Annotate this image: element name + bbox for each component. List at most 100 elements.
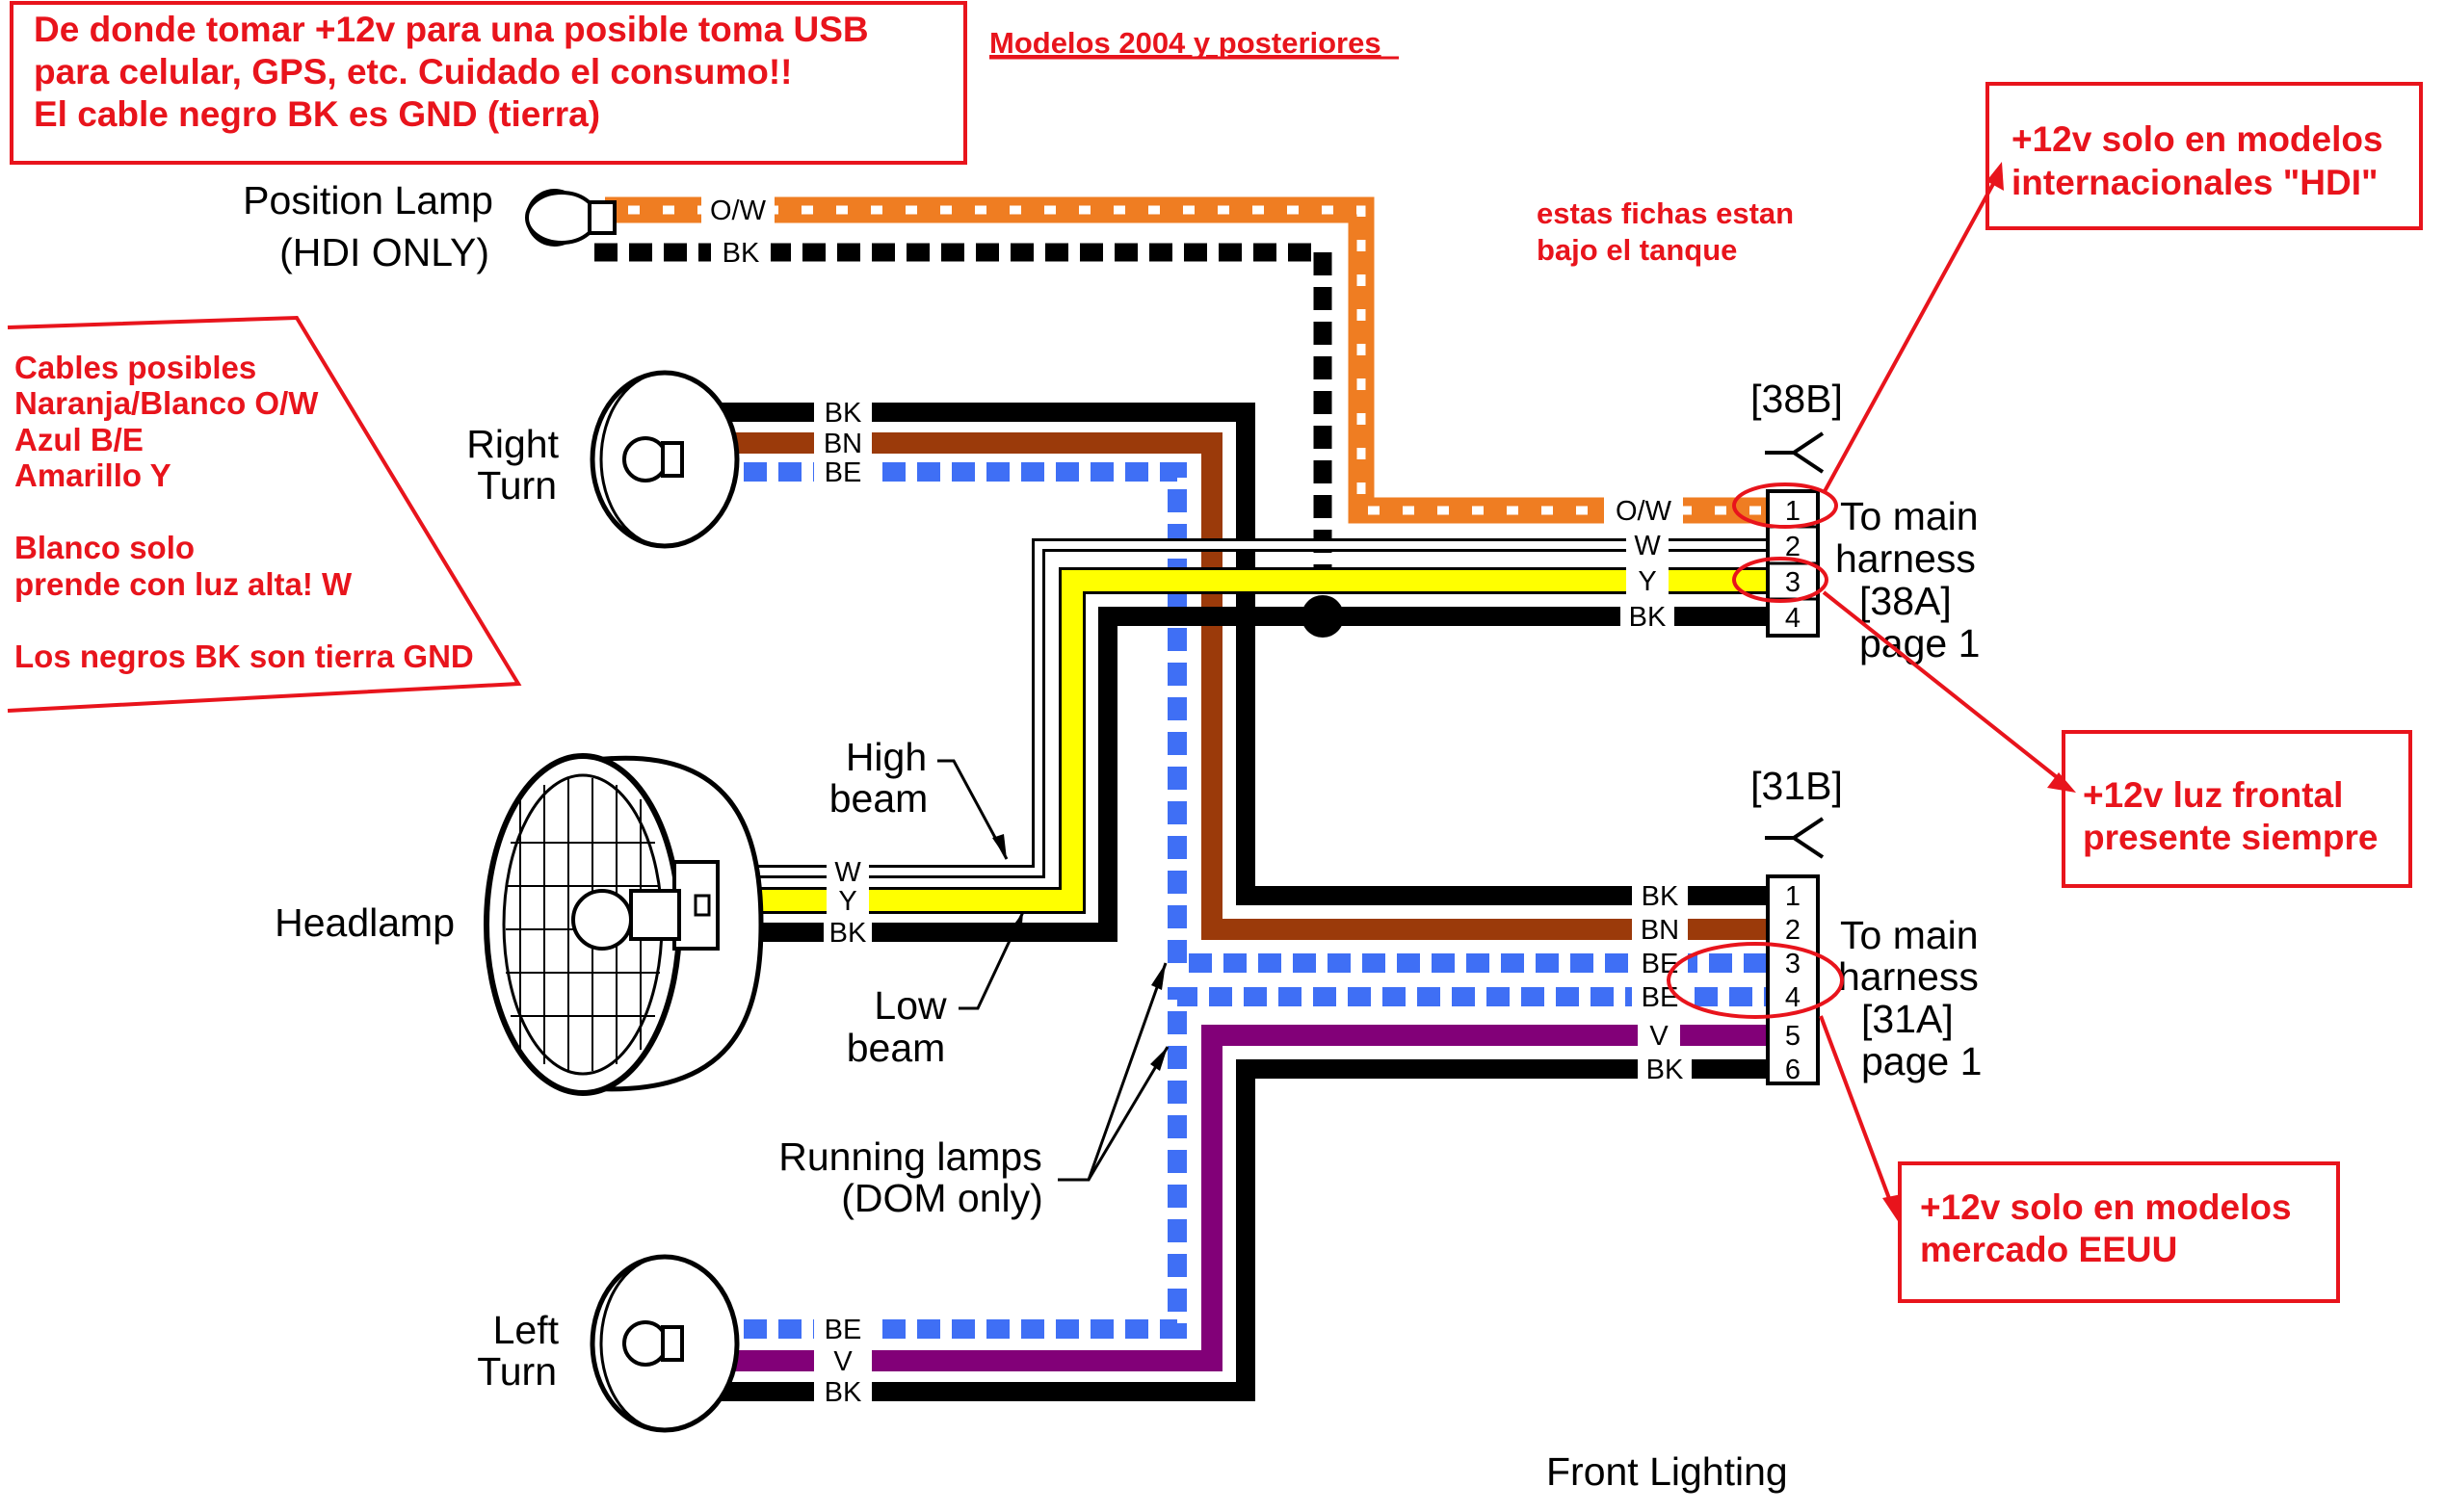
front-callout-line-2: presente siempre — [2083, 818, 2378, 857]
connector-31b-pin-2: 2 — [1785, 915, 1801, 946]
wire-position-ow — [605, 196, 1777, 524]
running-lamps-label-2: (DOM only) — [841, 1176, 1043, 1220]
hdi-callout-box — [1985, 82, 2423, 230]
running-lamps-label-1: Running lamps — [778, 1134, 1042, 1179]
headlamp: Headlamp — [275, 753, 764, 1096]
connector-38b-desc-3: [38A] — [1859, 579, 1952, 623]
usb-note-line-1: De donde tomar +12v para una posible tom… — [34, 10, 869, 49]
wire-label-lt-bk: BK — [825, 1377, 862, 1408]
right-turn-lamp-icon — [590, 370, 740, 549]
cables-line-4: Amarillo Y — [14, 457, 171, 493]
connector-31b-symbol-icon — [1765, 817, 1825, 859]
highlight-38b-pin3 — [1732, 557, 1828, 603]
wire-label-hl-y: Y — [838, 886, 856, 917]
wire-headlamp-y — [679, 567, 1777, 914]
diagram-title: Front Lighting — [1546, 1449, 1788, 1494]
headlamp-label: Headlamp — [275, 900, 455, 945]
connector-38b-desc-1: To main — [1840, 494, 1979, 538]
wire-label-hl-w: W — [834, 857, 861, 888]
headlamp-icon — [484, 753, 764, 1096]
wire-label-c38-y: Y — [1638, 566, 1656, 597]
cables-line-3: Azul B/E — [14, 422, 144, 457]
wire-left-turn-bk — [674, 1059, 1777, 1401]
right-turn-lamp: Right Turn — [466, 370, 740, 549]
wire-label-c31-v: V — [1649, 1021, 1669, 1052]
usb-note-line-2: para celular, GPS, etc. Cuidado el consu… — [34, 52, 792, 91]
under-tank-line-2: bajo el tanque — [1537, 233, 1737, 267]
position-lamp: Position Lamp (HDI ONLY) — [243, 178, 617, 274]
models-note: Modelos 2004 y posteriores — [989, 26, 1381, 60]
front-callout-line-1: +12v luz frontal — [2083, 775, 2343, 815]
arrow-usa-icon — [1882, 1194, 1902, 1221]
wire-right-turn-be — [674, 462, 1777, 973]
position-lamp-bulb-icon — [525, 189, 617, 247]
wire-label-c31-bk6: BK — [1646, 1055, 1684, 1085]
high-beam-label-1: High — [846, 735, 927, 779]
connector-31b-desc-4: page 1 — [1861, 1039, 1982, 1083]
under-tank-line-1: estas fichas estan — [1537, 196, 1794, 230]
splice-dot — [1301, 595, 1344, 638]
connector-38b-pin-1: 1 — [1785, 496, 1801, 527]
wire-headlamp-bk — [679, 607, 1777, 942]
connector-31b-pin-5: 5 — [1785, 1021, 1801, 1052]
connector-31b-pin-6: 6 — [1785, 1055, 1801, 1085]
wire-left-turn-v — [674, 1025, 1777, 1371]
cables-line-1: Cables posibles — [14, 350, 256, 385]
cables-line-5: Blanco solo — [14, 530, 195, 565]
wire-label-rt-be: BE — [825, 457, 862, 488]
wire-position-bk — [594, 243, 1332, 616]
left-turn-lamp: Left Turn — [477, 1254, 740, 1433]
left-turn-lamp-icon — [590, 1254, 740, 1433]
wire-label-pos-bk: BK — [723, 238, 760, 269]
usa-callout-line-1: +12v solo en modelos — [1920, 1187, 2292, 1227]
connector-31b-desc-2: harness — [1838, 954, 1979, 999]
arrow-front-icon — [2047, 772, 2076, 793]
wire-label-rt-bk: BK — [825, 398, 862, 429]
highlight-38b-pin1 — [1732, 482, 1838, 529]
position-lamp-label-1: Position Lamp — [243, 178, 493, 222]
connector-38b-pin-2: 2 — [1785, 532, 1801, 562]
left-turn-label-2: Turn — [477, 1349, 557, 1394]
wire-right-turn-bn — [674, 432, 1777, 940]
usb-note-box — [10, 1, 967, 165]
wire-label-c31-bn: BN — [1641, 915, 1679, 946]
wire-label-c38-bk: BK — [1629, 602, 1667, 633]
connector-31b-pin-1: 1 — [1785, 881, 1801, 912]
wire-label-c31-be4: BE — [1642, 982, 1679, 1013]
wire-label-c31-bk: BK — [1642, 881, 1679, 912]
right-turn-label-1: Right — [466, 422, 559, 466]
position-lamp-label-2: (HDI ONLY) — [279, 230, 489, 274]
cables-line-2: Naranja/Blanco O/W — [14, 385, 319, 421]
front-callout-box — [2062, 730, 2412, 888]
wire-label-pos-ow: O/W — [710, 196, 767, 226]
connector-38b-pin-4: 4 — [1785, 603, 1801, 634]
connector-38b: [38B] 1 2 3 4 To main harness [38A] page… — [1750, 377, 1980, 665]
connector-31b-pin-3: 3 — [1785, 949, 1801, 979]
wire-label-rt-bn: BN — [824, 429, 862, 459]
low-beam-label-1: Low — [874, 983, 947, 1028]
high-beam-label-2: beam — [829, 776, 929, 821]
connector-38b-id: [38B] — [1750, 377, 1843, 421]
running-lamps-callout: Running lamps (DOM only) — [778, 962, 1170, 1220]
wire-left-turn-be — [674, 987, 1777, 1339]
connector-38b-desc-2: harness — [1835, 536, 1976, 581]
wire-right-turn-bk — [674, 403, 1777, 905]
usb-note-line-3: El cable negro BK es GND (tierra) — [34, 94, 600, 134]
right-turn-label-2: Turn — [477, 463, 557, 508]
label-masks — [701, 191, 1692, 1409]
wire-label-c31-be3: BE — [1642, 949, 1679, 979]
arrow-hdi-icon — [1986, 162, 2004, 191]
highlight-31b-pins-3-4 — [1667, 942, 1844, 1019]
connector-31b-id: [31B] — [1750, 764, 1843, 808]
connector-31b: [31B] 1 2 3 4 5 6 To main harness [31A] … — [1750, 764, 1982, 1085]
wires — [594, 196, 1777, 1401]
connector-38b-desc-4: page 1 — [1859, 621, 1980, 665]
high-beam-callout: High beam — [829, 735, 1009, 860]
wire-labels: O/W BK BK BN BE W Y BK BE V BK O/W W Y B… — [710, 196, 1684, 1408]
connector-38b-symbol-icon — [1765, 431, 1825, 474]
wire-label-hl-bk: BK — [829, 918, 867, 949]
connector-31b-desc-1: To main — [1840, 913, 1979, 957]
connector-31b-pin-4: 4 — [1785, 982, 1801, 1013]
